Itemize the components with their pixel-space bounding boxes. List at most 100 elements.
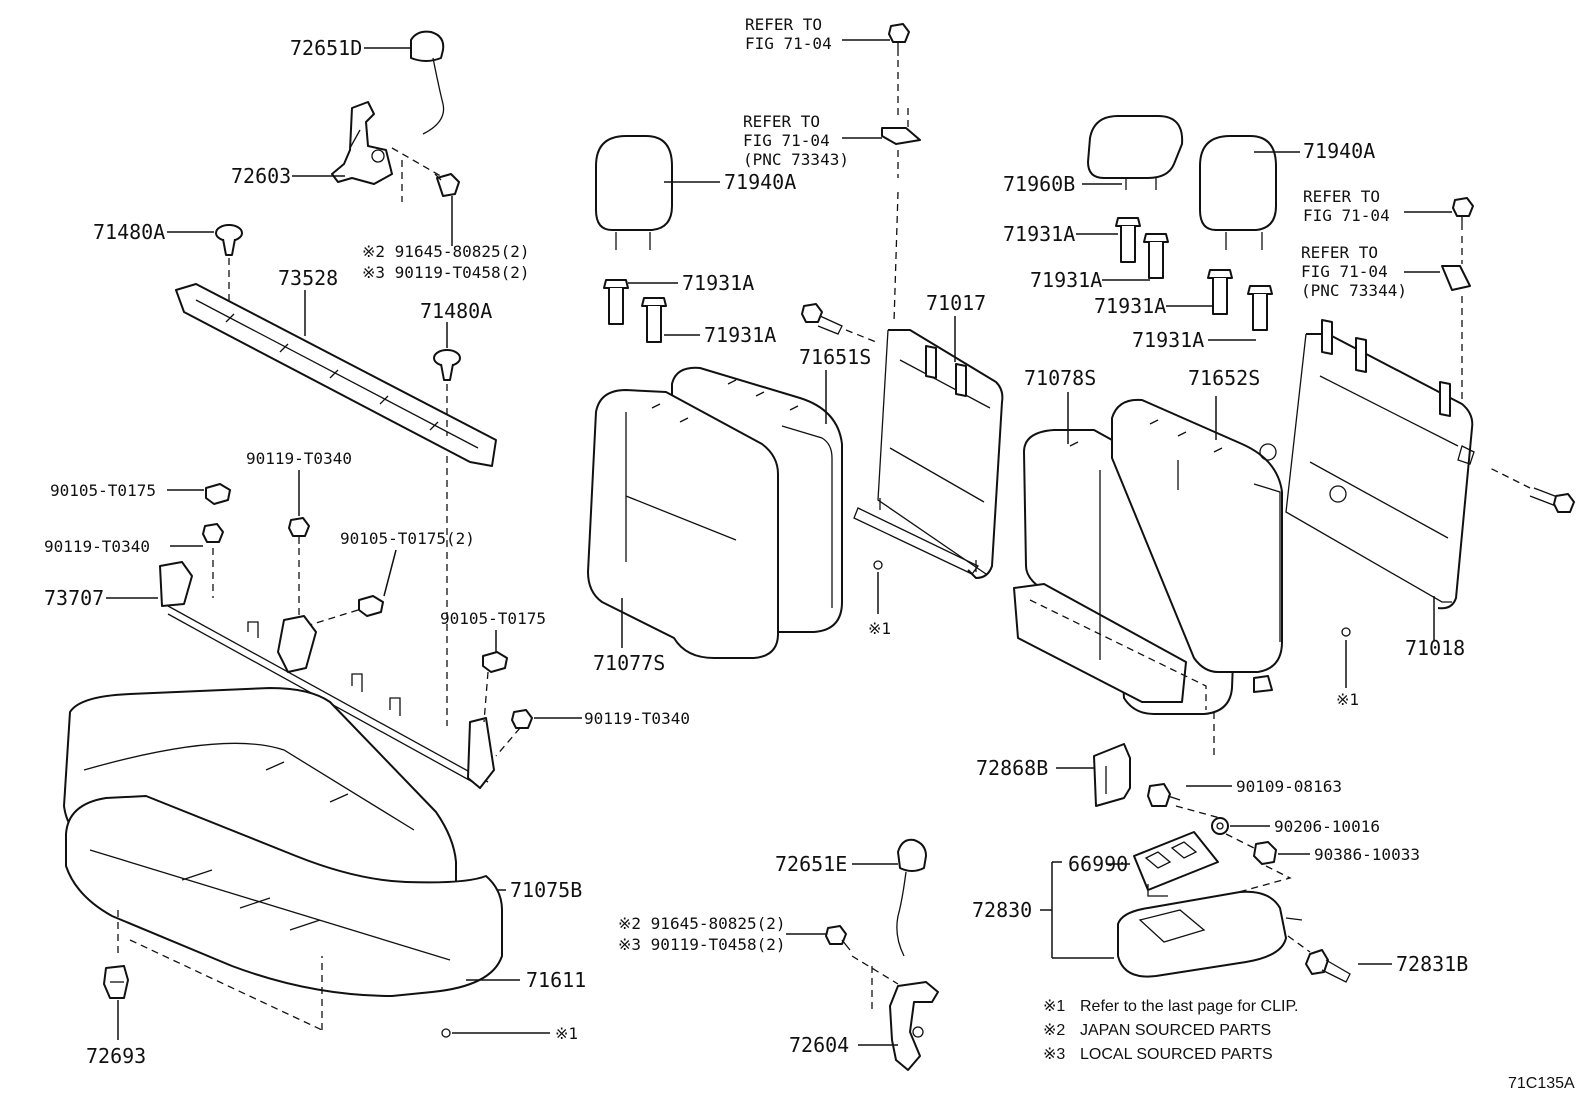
label-clip-c: ※1 — [1336, 690, 1359, 709]
label-71652S: 71652S — [1188, 366, 1260, 390]
reinforcement-73528 — [175, 283, 497, 467]
bracket-ref4 — [1441, 265, 1471, 291]
hinge-bracket-72604 — [889, 981, 939, 1071]
bolt-ref3 — [1452, 197, 1474, 230]
clip-72693 — [103, 965, 129, 999]
headrest-support-72651E — [896, 838, 927, 957]
ref4-line2: FIG 71-04 — [1301, 262, 1388, 281]
headrest-71940A-2 — [1199, 135, 1277, 250]
label-71940A-2: 71940A — [1303, 139, 1375, 163]
label-72830: 72830 — [972, 898, 1032, 922]
clip-71480A-1 — [215, 224, 243, 256]
bolt-90105-T0175-2 — [358, 595, 384, 617]
label-90119-1: ※3 90119-T0458(2) — [362, 263, 530, 282]
label-73707: 73707 — [44, 586, 104, 610]
pin-72831B — [1305, 949, 1351, 983]
headrest-guide-71931A-5 — [1207, 269, 1233, 315]
label-90119-T0340-b: 90119-T0340 — [44, 537, 150, 556]
label-90386: 90386-10033 — [1314, 845, 1420, 864]
note-3-text: LOCAL SOURCED PARTS — [1080, 1046, 1273, 1063]
label-71931A-3: 71931A — [1003, 222, 1075, 246]
note-3-mark: ※3 — [1043, 1046, 1065, 1063]
label-90109: 90109-08163 — [1236, 777, 1342, 796]
seatback-pad-71077S — [587, 389, 779, 659]
label-72868B: 72868B — [976, 756, 1048, 780]
label-66990: 66990 — [1068, 852, 1128, 876]
label-90105-T0175-b: 90105-T0175 — [440, 609, 546, 628]
headrest-guide-71931A-4 — [1143, 233, 1169, 279]
label-91645-1: ※2 91645-80825(2) — [362, 242, 530, 261]
figure-code: 71C135A — [1508, 1075, 1575, 1092]
bolt-91645-1 — [434, 173, 460, 197]
label-71940A-1: 71940A — [724, 170, 796, 194]
label-72651D: 72651D — [290, 36, 362, 60]
ref1-line1: REFER TO — [745, 15, 822, 34]
hinge-bracket-72603 — [331, 101, 393, 185]
nut-90386 — [1253, 841, 1277, 865]
washer-90206 — [1211, 817, 1229, 835]
ref1-line2: FIG 71-04 — [745, 34, 832, 53]
label-clip-b: ※1 — [868, 619, 891, 638]
clip-71480A-2 — [433, 349, 461, 381]
headrest-support-72651D — [410, 30, 445, 135]
ref2-line1: REFER TO — [743, 112, 820, 131]
label-90119-2: ※3 90119-T0458(2) — [618, 935, 786, 954]
label-73528: 73528 — [278, 266, 338, 290]
label-72693: 72693 — [86, 1044, 146, 1068]
bolt-71018 — [1529, 487, 1575, 513]
headrest-guide-71931A-6 — [1247, 285, 1273, 331]
headrest-guide-71931A-2 — [641, 297, 667, 343]
label-71960B: 71960B — [1003, 172, 1075, 196]
label-71018: 71018 — [1405, 636, 1465, 660]
label-72831B: 72831B — [1396, 952, 1468, 976]
label-71931A-6: 71931A — [1132, 328, 1204, 352]
seatback-frame-71018 — [1259, 319, 1475, 610]
armrest-72830 — [1117, 890, 1303, 978]
label-clip-a: ※1 — [555, 1024, 578, 1043]
bolt-ref1 — [888, 23, 910, 56]
ref2-line3: (PNC 73343) — [743, 150, 849, 169]
ref4-line3: (PNC 73344) — [1301, 281, 1407, 300]
seatback-frame-71017 — [853, 329, 1004, 579]
label-90105-T0175-2: 90105-T0175(2) — [340, 529, 475, 548]
label-71931A-5: 71931A — [1094, 294, 1166, 318]
label-71077S: 71077S — [593, 651, 665, 675]
label-90119-T0340-a: 90119-T0340 — [246, 449, 352, 468]
label-91645-2: ※2 91645-80825(2) — [618, 914, 786, 933]
label-90119-T0340-c: 90119-T0340 — [584, 709, 690, 728]
label-71480A-2: 71480A — [420, 299, 492, 323]
seat-frame-73707 — [159, 561, 495, 789]
label-71931A-2: 71931A — [704, 323, 776, 347]
bracket-ref2 — [881, 127, 921, 145]
label-71651S: 71651S — [799, 345, 871, 369]
ref2-line2: FIG 71-04 — [743, 131, 830, 150]
label-90206: 90206-10016 — [1274, 817, 1380, 836]
seatback-pad-71652S — [1111, 398, 1283, 693]
headrest-71960B — [1087, 115, 1184, 190]
seat-cushion-pad-71611 — [65, 795, 503, 997]
bracket-72868B — [1093, 743, 1131, 807]
bolt-90119-T0340-a — [288, 517, 310, 544]
notes-block: ※1 Refer to the last page for CLIP. ※2 J… — [1043, 998, 1299, 1063]
bolt-90105-T0175-b — [482, 651, 508, 673]
label-71931A-4: 71931A — [1030, 268, 1102, 292]
bolt-71017 — [801, 303, 843, 335]
note-2-mark: ※2 — [1043, 1022, 1065, 1039]
bolt-91645-2 — [825, 925, 851, 951]
note-2-text: JAPAN SOURCED PARTS — [1080, 1022, 1271, 1039]
label-72604: 72604 — [789, 1033, 849, 1057]
headrest-71940A-1 — [595, 135, 673, 250]
label-71075B: 71075B — [510, 878, 582, 902]
label-71931A-1: 71931A — [682, 271, 754, 295]
bolt-90119-T0340-b — [202, 523, 224, 543]
ref4-line1: REFER TO — [1301, 243, 1378, 262]
label-72603: 72603 — [231, 164, 291, 188]
label-71611: 71611 — [526, 968, 586, 992]
label-71078S: 71078S — [1024, 366, 1096, 390]
label-71017: 71017 — [926, 291, 986, 315]
label-71480A-1: 71480A — [93, 220, 165, 244]
label-72651E: 72651E — [775, 852, 847, 876]
cup-holder-66990 — [1133, 831, 1219, 897]
